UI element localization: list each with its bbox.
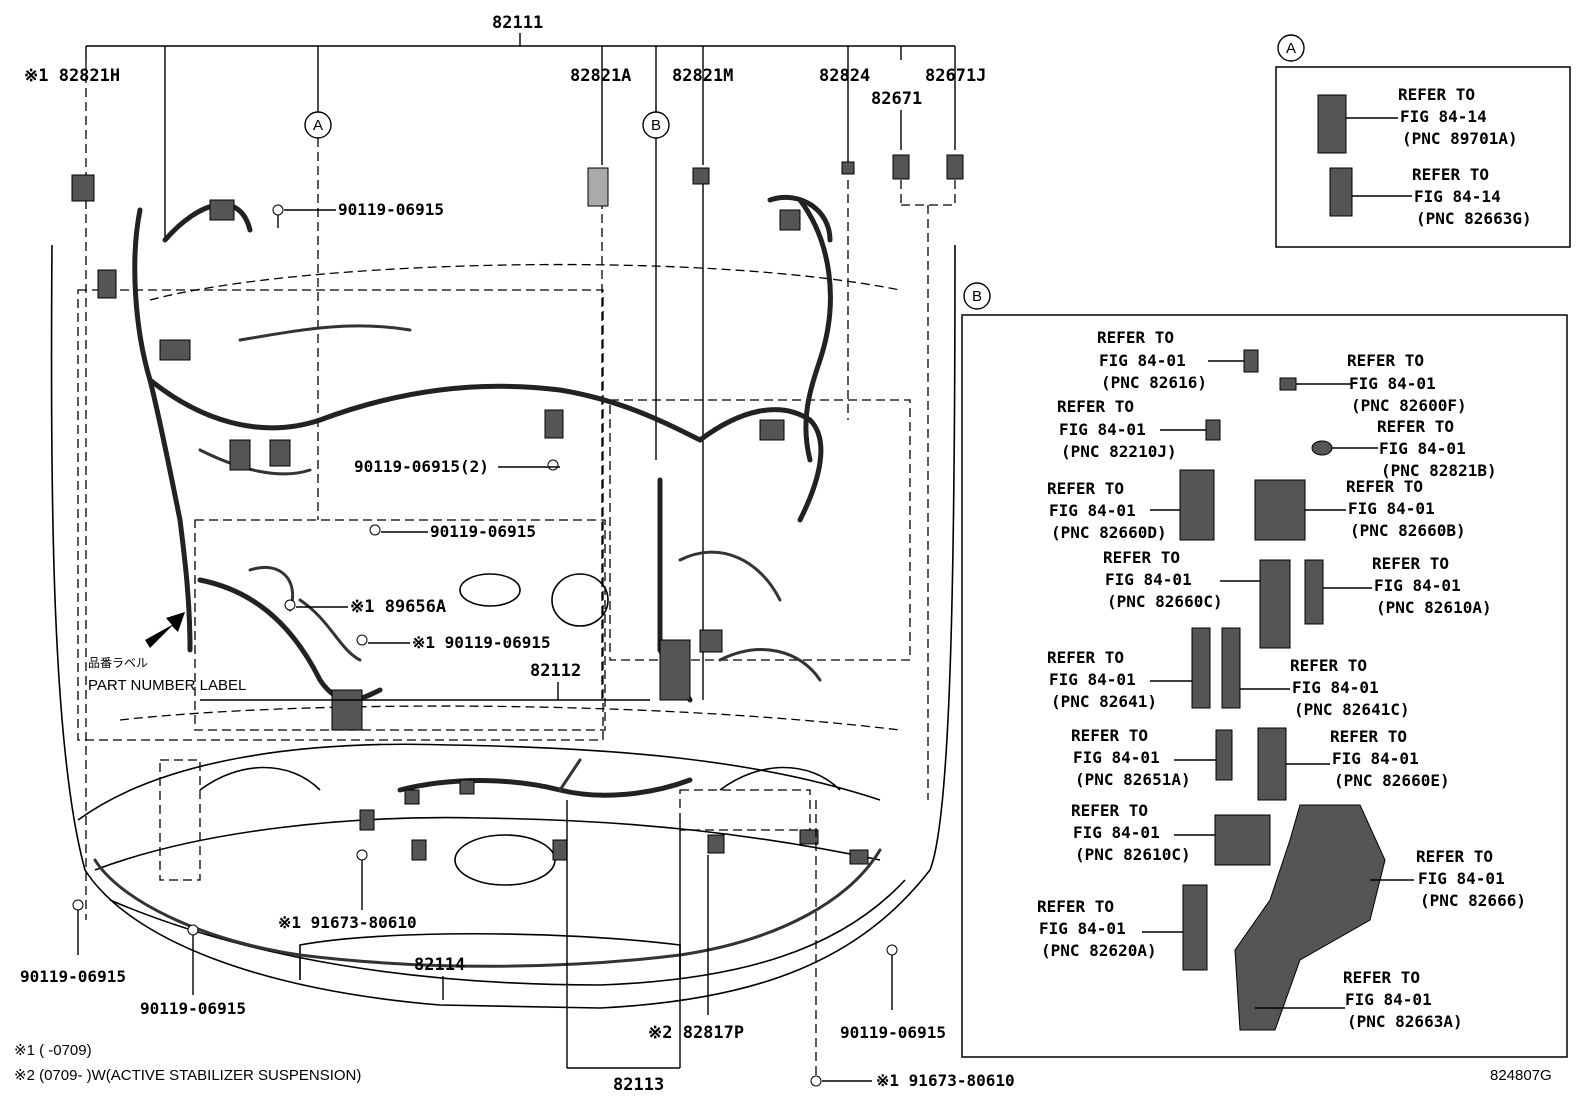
inset-b-item-14-l1: REFER TO	[1416, 847, 1493, 866]
inset-a: A REFER TO FIG 84-14 (PNC 89701A) REFER …	[1275, 34, 1571, 248]
inset-b-item-1-l2: FIG 84-01	[1099, 351, 1186, 370]
label-82824: 82824	[819, 66, 870, 86]
main-part-label: 82111	[492, 13, 543, 33]
inset-b-item-7-l1: REFER TO	[1103, 548, 1180, 567]
inset-b-item-16-l1: REFER TO	[1343, 968, 1420, 987]
label-82671j: 82671J	[925, 66, 986, 86]
inset-a-item-2-l1: REFER TO	[1412, 165, 1489, 184]
label-bolt-mid2: 90119-06915(2)	[354, 457, 489, 476]
label-bolt-left: 90119-06915	[20, 967, 126, 986]
inset-a-item-1-l1: REFER TO	[1398, 85, 1475, 104]
label-82113: 82113	[613, 1075, 664, 1095]
label-89656a: ※1 89656A	[350, 597, 446, 617]
svg-text:A: A	[313, 117, 323, 134]
svg-text:A: A	[1286, 40, 1296, 57]
inset-b-item-14-l3: (PNC 82666)	[1420, 891, 1526, 910]
inset-b-item-4-l2: FIG 84-01	[1379, 439, 1466, 458]
footnote-1: ※1 ( -0709)	[14, 1042, 92, 1059]
inset-b-item-5-l1: REFER TO	[1047, 479, 1124, 498]
inset-b-item-8-l2: FIG 84-01	[1374, 576, 1461, 595]
harness-82113	[397, 758, 693, 798]
inset-a-item-1-l3: (PNC 89701A)	[1402, 129, 1518, 148]
label-bolt-right: 90119-06915	[840, 1023, 946, 1042]
callout-b-inset: B	[963, 282, 991, 310]
inset-b-item-4-l3: (PNC 82821B)	[1381, 461, 1497, 480]
label-bolt-bottom: 90119-06915	[140, 999, 246, 1018]
inset-b-item-8-l1: REFER TO	[1372, 554, 1449, 573]
inset-b-item-3-l1: REFER TO	[1057, 397, 1134, 416]
inset-b-item-4-l1: REFER TO	[1377, 417, 1454, 436]
inset-b-item-9-l3: (PNC 82641)	[1051, 692, 1157, 711]
footnote-2: ※2 (0709- )W(ACTIVE STABILIZER SUSPENSIO…	[14, 1067, 361, 1084]
label-bolt-star: ※1 90119-06915	[412, 633, 551, 652]
inset-a-item-1-l2: FIG 84-14	[1400, 107, 1487, 126]
inset-b-item-12-l3: (PNC 82660E)	[1334, 771, 1450, 790]
inset-b-item-8-l3: (PNC 82610A)	[1376, 598, 1492, 617]
inset-b-item-7-l2: FIG 84-01	[1105, 570, 1192, 589]
inset-b-item-7-l3: (PNC 82660C)	[1107, 592, 1223, 611]
inset-b-item-13-l3: (PNC 82610C)	[1075, 845, 1191, 864]
main-bracket: 82111	[85, 13, 956, 240]
inset-b-item-10-l1: REFER TO	[1290, 656, 1367, 675]
inset-b-item-2-l2: FIG 84-01	[1349, 374, 1436, 393]
callout-b-main: B	[642, 111, 670, 139]
inset-b-item-16-l2: FIG 84-01	[1345, 990, 1432, 1009]
inset-b-item-3-l3: (PNC 82210J)	[1061, 442, 1177, 461]
bolt-icons	[72, 204, 898, 1087]
inset-b-item-9-l2: FIG 84-01	[1049, 670, 1136, 689]
inset-b: B REFER TO	[961, 282, 1568, 1058]
inset-b-item-12-l2: FIG 84-01	[1332, 749, 1419, 768]
inset-b-item-1-l1: REFER TO	[1097, 328, 1174, 347]
label-82817p: ※2 82817P	[648, 1023, 744, 1043]
inset-a-item-2-l2: FIG 84-14	[1414, 187, 1501, 206]
inset-b-item-10-l3: (PNC 82641C)	[1294, 700, 1410, 719]
inset-b-item-5-l3: (PNC 82660D)	[1051, 523, 1167, 542]
label-91673-bottom: ※1 91673-80610	[876, 1071, 1015, 1090]
part-number-label-arrow	[145, 612, 185, 648]
svg-text:B: B	[972, 288, 982, 305]
car-body-outline	[50, 244, 956, 1009]
svg-text:B: B	[651, 117, 661, 134]
inset-b-item-15-l3: (PNC 82620A)	[1041, 941, 1157, 960]
inset-b-item-9-l1: REFER TO	[1047, 648, 1124, 667]
label-82821h: ※1 82821H	[24, 66, 120, 86]
inset-b-item-11-l3: (PNC 82651A)	[1075, 770, 1191, 789]
label-82114: 82114	[414, 955, 465, 975]
inset-b-item-3-l2: FIG 84-01	[1059, 420, 1146, 439]
inset-b-item-6-l1: REFER TO	[1346, 477, 1423, 496]
inset-a-item-2-l3: (PNC 82663G)	[1416, 209, 1532, 228]
figure-code: 824807G	[1490, 1067, 1552, 1084]
label-bolt-top: 90119-06915	[338, 200, 444, 219]
part-number-label: PART NUMBER LABEL	[88, 677, 246, 694]
inset-b-item-15-l1: REFER TO	[1037, 897, 1114, 916]
inset-b-item-2-l1: REFER TO	[1347, 351, 1424, 370]
inset-b-item-12-l1: REFER TO	[1330, 727, 1407, 746]
label-82671: 82671	[871, 89, 922, 109]
inset-b-item-10-l2: FIG 84-01	[1292, 678, 1379, 697]
inset-b-item-15-l2: FIG 84-01	[1039, 919, 1126, 938]
inset-b-item-14-l2: FIG 84-01	[1418, 869, 1505, 888]
inset-b-item-5-l2: FIG 84-01	[1049, 501, 1136, 520]
callout-a-inset: A	[1277, 34, 1305, 62]
inset-b-item-1-l3: (PNC 82616)	[1101, 373, 1207, 392]
part-number-label-jp: 品番ラベル	[88, 656, 148, 670]
label-bolt-mid: 90119-06915	[430, 522, 536, 541]
callout-a-main: A	[304, 111, 332, 139]
inset-b-item-2-l3: (PNC 82600F)	[1351, 396, 1467, 415]
inset-b-item-16-l3: (PNC 82663A)	[1347, 1012, 1463, 1031]
inset-b-item-6-l2: FIG 84-01	[1348, 499, 1435, 518]
inset-b-item-13-l2: FIG 84-01	[1073, 823, 1160, 842]
inset-b-item-11-l2: FIG 84-01	[1073, 748, 1160, 767]
inset-b-item-13-l1: REFER TO	[1071, 801, 1148, 820]
connectors	[71, 154, 964, 865]
inset-b-item-6-l3: (PNC 82660B)	[1350, 521, 1466, 540]
label-82821a: 82821A	[570, 66, 631, 86]
label-91673-mid: ※1 91673-80610	[278, 913, 417, 932]
harness-82114	[93, 848, 882, 968]
label-82112: 82112	[530, 661, 581, 681]
inset-b-item-11-l1: REFER TO	[1071, 726, 1148, 745]
